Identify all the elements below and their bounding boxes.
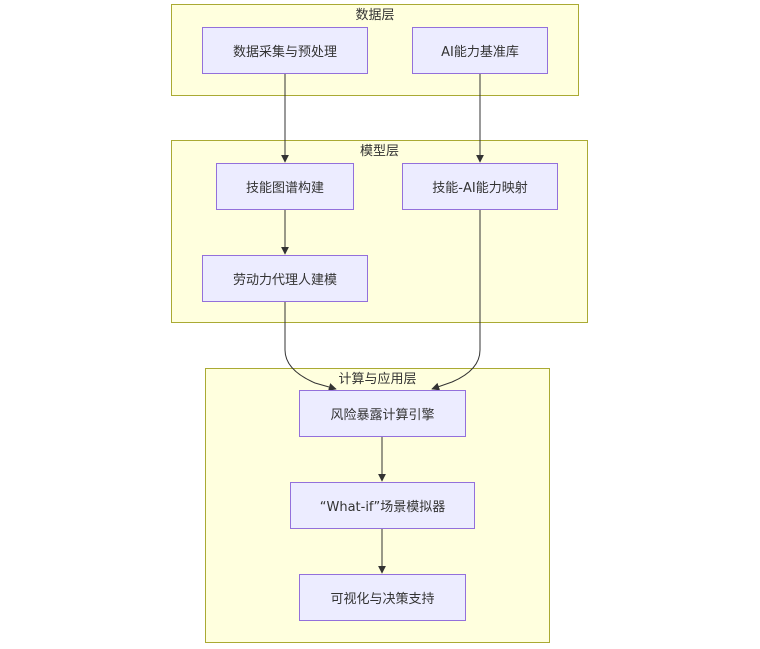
node-risk-exposure-engine[interactable]: 风险暴露计算引擎 — [299, 390, 466, 437]
node-visualization-decision[interactable]: 可视化与决策支持 — [299, 574, 466, 621]
node-whatif-simulator[interactable]: “What-if”场景模拟器 — [290, 482, 475, 529]
node-labor-agent-modeling[interactable]: 劳动力代理人建模 — [202, 255, 368, 302]
compute-layer-title: 计算与应用层 — [338, 372, 417, 387]
node-skill-graph[interactable]: 技能图谱构建 — [216, 163, 354, 210]
node-skill-ai-mapping[interactable]: 技能-AI能力映射 — [402, 163, 558, 210]
node-data-collection[interactable]: 数据采集与预处理 — [202, 27, 368, 74]
data-layer-title: 数据层 — [355, 8, 395, 23]
node-ai-capability-base[interactable]: AI能力基准库 — [412, 27, 548, 74]
model-layer-title: 模型层 — [359, 144, 399, 159]
